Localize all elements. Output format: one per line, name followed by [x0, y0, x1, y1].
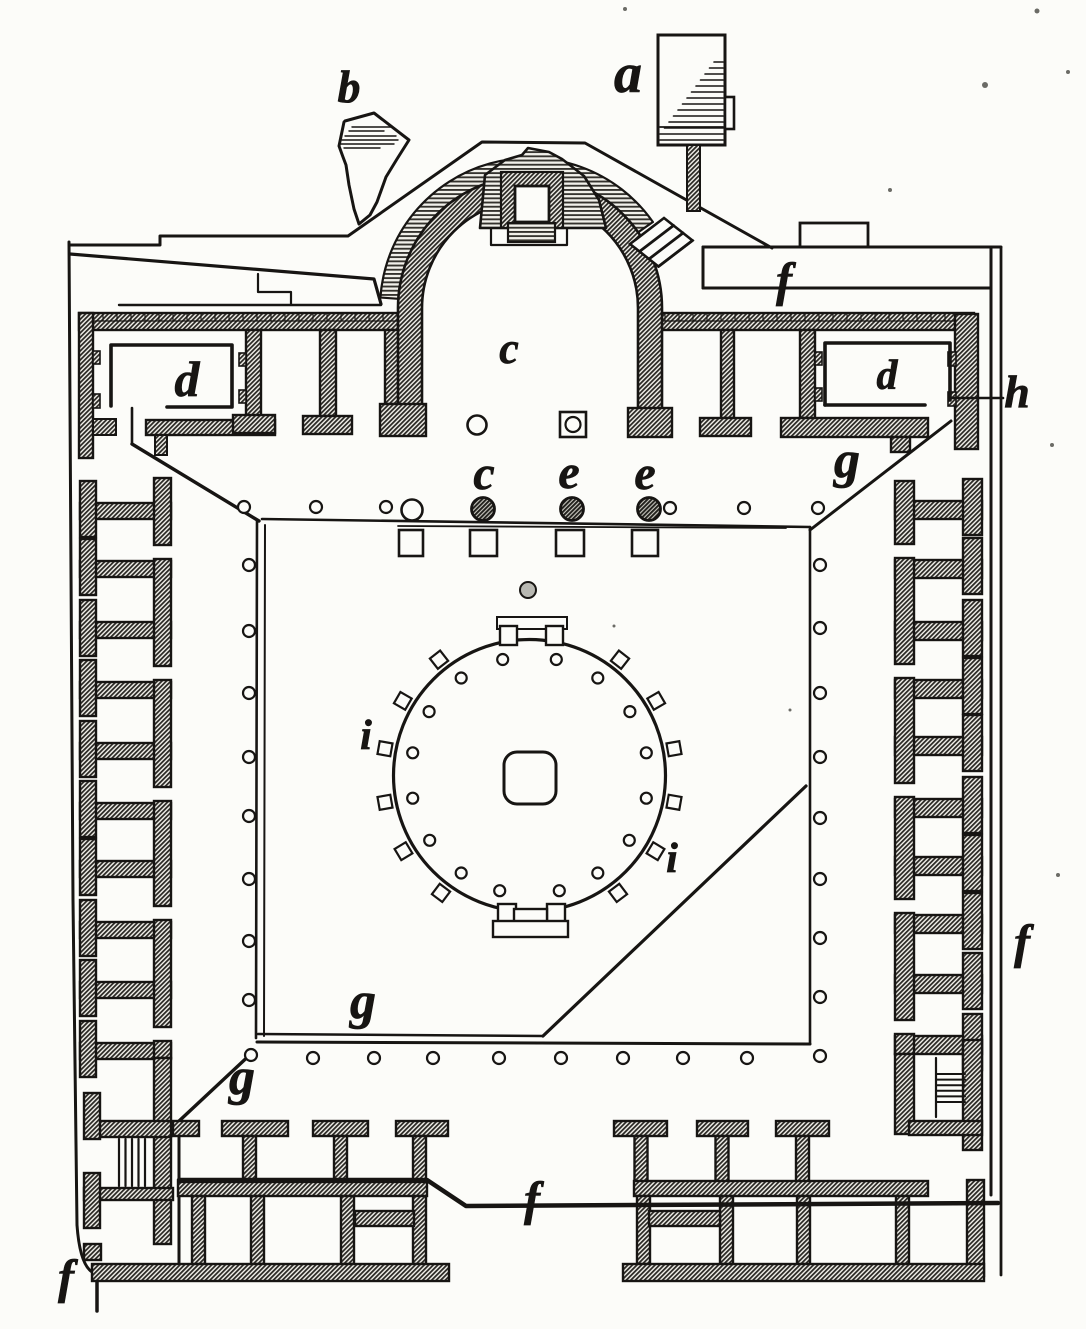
svg-text:e: e: [634, 447, 655, 500]
svg-text:i: i: [666, 836, 678, 882]
svg-text:g: g: [833, 432, 860, 489]
svg-text:f: f: [58, 1251, 78, 1304]
svg-text:i: i: [360, 713, 372, 759]
svg-text:d: d: [877, 353, 899, 399]
svg-text:g: g: [349, 973, 376, 1030]
svg-text:c: c: [499, 324, 519, 373]
svg-text:f: f: [524, 1173, 544, 1226]
svg-text:e: e: [558, 446, 579, 499]
svg-text:b: b: [338, 61, 361, 112]
svg-text:c: c: [473, 447, 494, 500]
svg-text:h: h: [1004, 366, 1030, 417]
svg-text:f: f: [1014, 916, 1034, 969]
svg-text:f: f: [776, 254, 796, 307]
svg-text:d: d: [175, 351, 201, 407]
svg-text:a: a: [614, 43, 642, 105]
svg-text:g: g: [228, 1049, 255, 1106]
